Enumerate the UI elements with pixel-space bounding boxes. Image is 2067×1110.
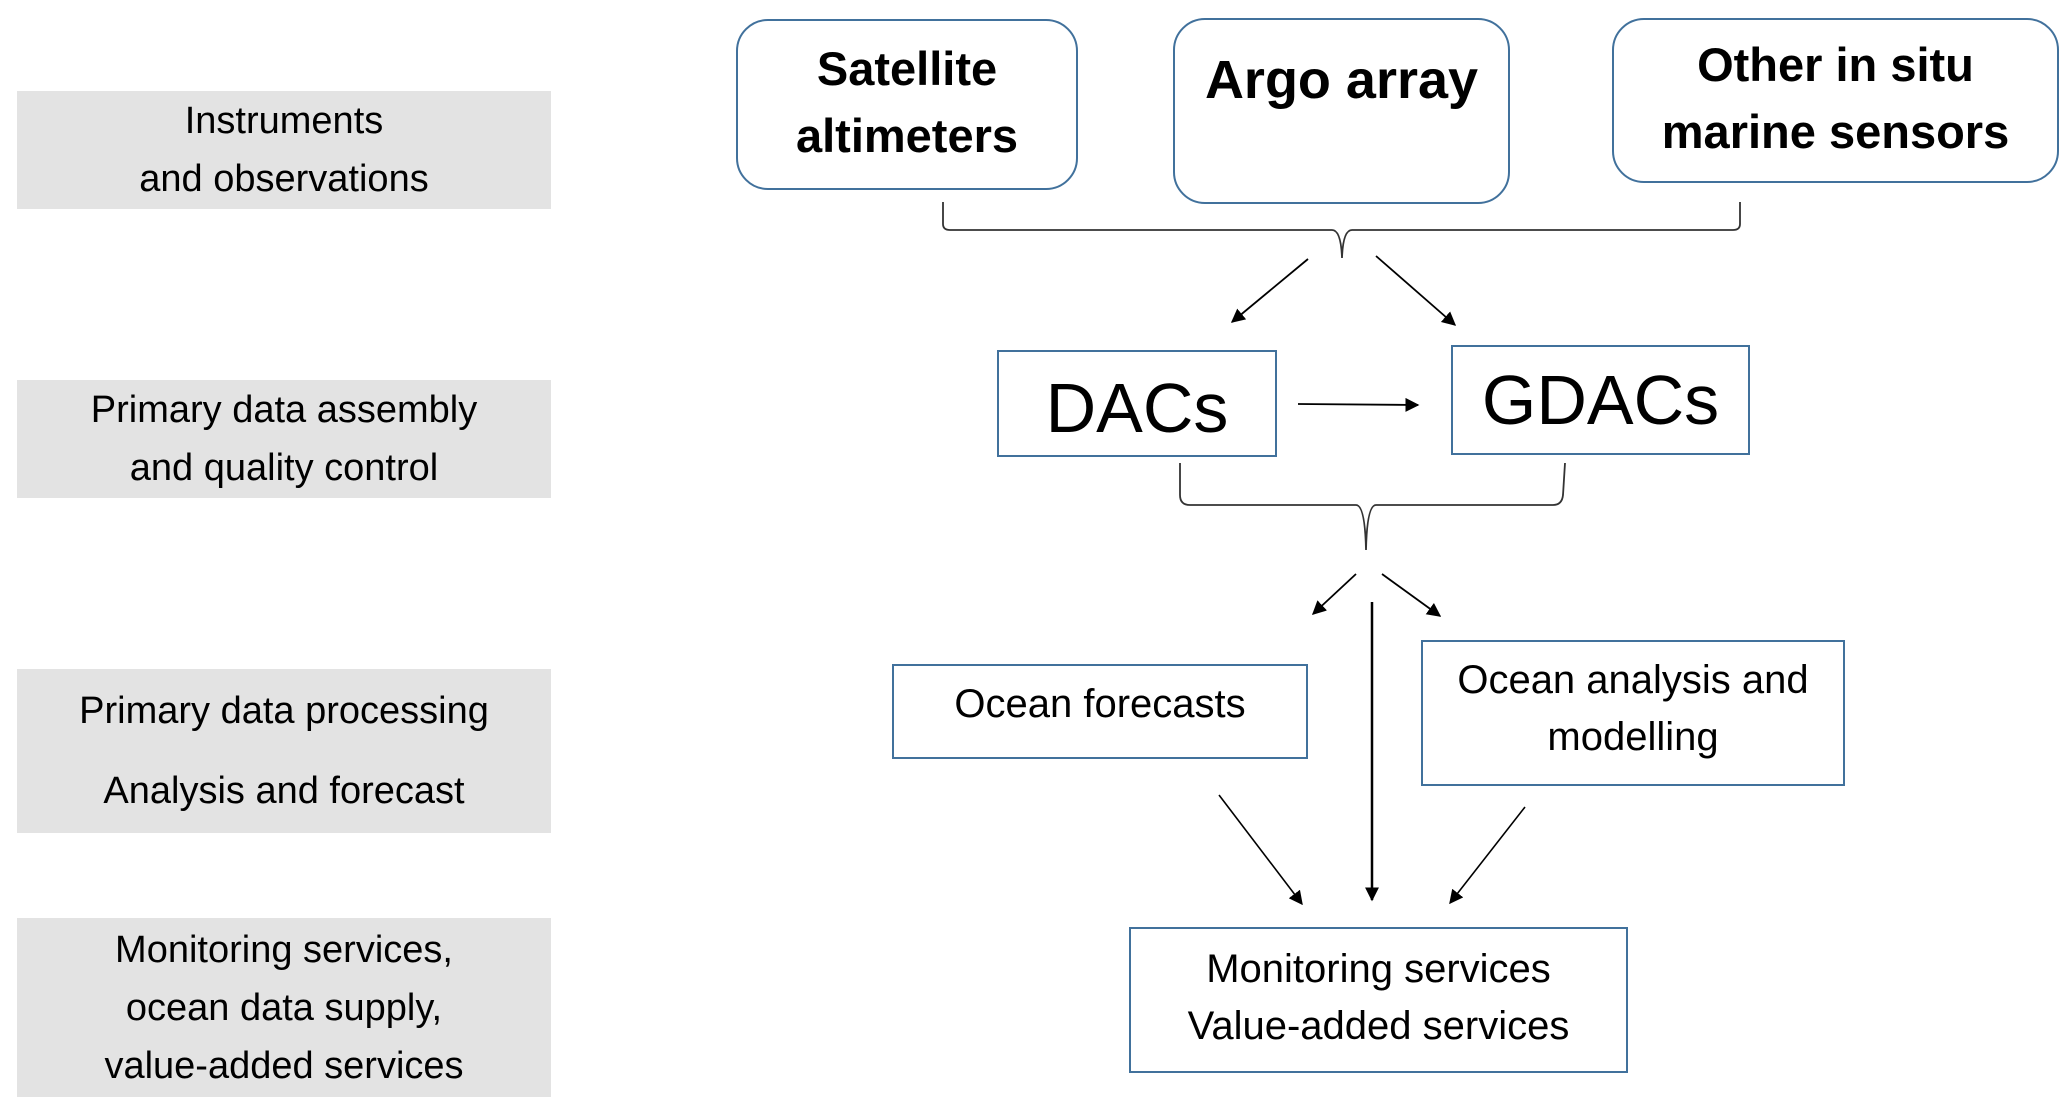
node-line: GDACs (1481, 361, 1720, 439)
arrow-analysis-to-services (1449, 806, 1526, 905)
stage-label-line: value-added services (104, 1044, 464, 1087)
arrow-to-analysis (1381, 573, 1442, 617)
node-monitoring-value-added-services[interactable]: Monitoring services Value-added services (1129, 927, 1628, 1073)
stage-label-line: Primary data processing (79, 690, 489, 732)
node-line: Other in situ (1697, 37, 1974, 91)
stage-label-line: and quality control (129, 447, 439, 489)
stage-label-line: and observations (139, 158, 429, 200)
node-line: modelling (1547, 715, 1719, 759)
stage-label-assembly: Primary data assembly and quality contro… (17, 380, 551, 498)
stage-label-services: Monitoring services, ocean data supply, … (17, 918, 551, 1097)
arrow-to-forecasts (1311, 573, 1357, 615)
node-line: Satellite (816, 41, 998, 95)
brace-assembly (1179, 462, 1566, 551)
arrow-dacs-to-gdacs (1297, 397, 1420, 412)
node-argo-array[interactable]: Argo array (1173, 18, 1510, 204)
node-gdacs[interactable]: GDACs (1451, 345, 1750, 455)
node-ocean-forecasts[interactable]: Ocean forecasts (892, 664, 1308, 759)
node-line: altimeters (795, 108, 1019, 162)
node-line: Ocean forecasts (954, 682, 1246, 726)
node-line: Ocean analysis and (1457, 658, 1809, 702)
stage-label-line: Analysis and forecast (103, 770, 465, 812)
stage-label-line: Instruments (184, 100, 384, 142)
node-other-in-situ-sensors[interactable]: Other in situ marine sensors (1612, 18, 2059, 183)
arrow-forecasts-to-services (1218, 794, 1303, 906)
stage-label-processing: Primary data processing Analysis and for… (17, 669, 551, 833)
arrow-to-gdacs (1375, 255, 1457, 326)
arrow-to-dacs (1230, 258, 1309, 323)
stage-label-line: Primary data assembly (90, 389, 478, 431)
node-line: marine sensors (1661, 104, 2010, 158)
node-line: Argo array (1204, 50, 1479, 110)
node-line: Value-added services (1187, 1004, 1570, 1048)
brace-sources (942, 202, 1741, 259)
stage-label-line: Monitoring services, (115, 928, 453, 971)
stage-label-line: ocean data supply, (125, 986, 443, 1029)
node-line: DACs (1045, 368, 1229, 447)
node-line: Monitoring services (1206, 947, 1551, 991)
node-dacs[interactable]: DACs (997, 350, 1277, 457)
node-ocean-analysis-modelling[interactable]: Ocean analysis and modelling (1421, 640, 1845, 786)
node-satellite-altimeters[interactable]: Satellite altimeters (736, 19, 1078, 190)
stage-label-instruments: Instruments and observations (17, 91, 551, 209)
